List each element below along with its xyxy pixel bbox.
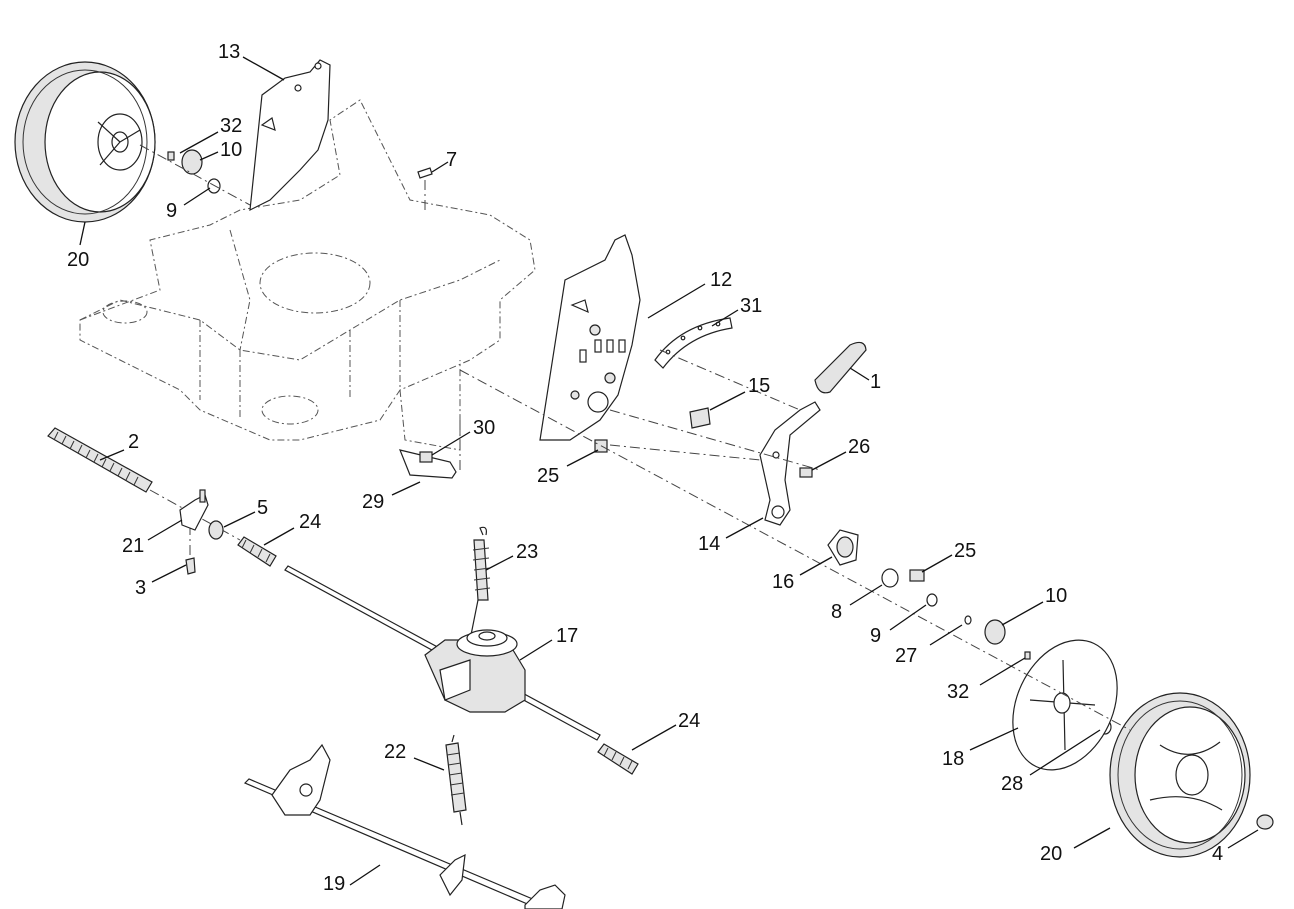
callout-25: 25 xyxy=(537,465,559,487)
callout-18: 18 xyxy=(942,748,964,770)
part-14-lever xyxy=(759,401,821,526)
callout-10: 10 xyxy=(1045,585,1067,607)
part-3-screw xyxy=(185,557,196,575)
part-12-side-plate xyxy=(539,234,641,441)
part-19-rod xyxy=(243,743,566,909)
callout-2: 2 xyxy=(128,431,139,453)
part-15-clip xyxy=(689,407,711,429)
callout-27: 27 xyxy=(895,645,917,667)
part-1-handle-grip xyxy=(814,341,867,394)
leader-lines xyxy=(79,56,1259,886)
callout-21: 21 xyxy=(122,535,144,557)
callout-23: 23 xyxy=(516,541,538,563)
hub-parts-right xyxy=(881,568,1274,830)
callout-26: 26 xyxy=(848,436,870,458)
callout-24: 24 xyxy=(678,710,700,732)
callout-1: 1 xyxy=(870,371,881,393)
callout-9: 9 xyxy=(166,200,177,222)
callout-15: 15 xyxy=(748,375,770,397)
part-24-spring-left xyxy=(237,536,277,567)
part-25-bolt-lower xyxy=(909,569,925,582)
callout-labels: 13 32 10 9 20 7 12 31 1 15 26 2 30 25 29… xyxy=(67,41,1223,895)
part-29-guard xyxy=(399,449,457,479)
callout-29: 29 xyxy=(362,491,384,513)
callout-9: 9 xyxy=(870,625,881,647)
part-17-transmission xyxy=(424,629,526,713)
part-18-hubcap xyxy=(1012,639,1118,771)
wheel-bottom-right xyxy=(1109,692,1251,858)
part-24-spring-right xyxy=(597,743,639,775)
part-31-arc-strip xyxy=(654,317,733,369)
callout-8: 8 xyxy=(831,601,842,623)
callout-3: 3 xyxy=(135,577,146,599)
callout-32: 32 xyxy=(947,681,969,703)
assembly-axes xyxy=(149,349,1131,731)
callout-20: 20 xyxy=(1040,843,1062,865)
callout-4: 4 xyxy=(1212,843,1223,865)
wheel-top-left xyxy=(14,61,156,223)
callout-16: 16 xyxy=(772,571,794,593)
part-30-clip xyxy=(419,451,433,463)
callout-19: 19 xyxy=(323,873,345,895)
callout-31: 31 xyxy=(740,295,762,317)
callout-22: 22 xyxy=(384,741,406,763)
callout-30: 30 xyxy=(473,417,495,439)
part-16-bearing xyxy=(827,529,859,566)
callout-5: 5 xyxy=(257,497,268,519)
callout-13: 13 xyxy=(218,41,240,63)
part-13-bracket xyxy=(249,59,331,212)
callout-17: 17 xyxy=(556,625,578,647)
callout-28: 28 xyxy=(1001,773,1023,795)
part-21-bracket xyxy=(179,489,209,531)
callout-12: 12 xyxy=(710,269,732,291)
callout-10: 10 xyxy=(220,139,242,161)
callout-7: 7 xyxy=(446,149,457,171)
deck-housing-outline xyxy=(79,99,536,451)
callout-14: 14 xyxy=(698,533,720,555)
callout-20: 20 xyxy=(67,249,89,271)
part-23-spring xyxy=(469,526,491,641)
callout-32: 32 xyxy=(220,115,242,137)
part-22-spring xyxy=(445,734,467,826)
part-7-pin xyxy=(417,167,433,210)
part-5-bushing xyxy=(208,520,224,540)
hub-parts-top-left xyxy=(139,144,251,206)
callout-24: 24 xyxy=(299,511,321,533)
callout-25: 25 xyxy=(954,540,976,562)
part-26-bolt xyxy=(799,467,813,478)
